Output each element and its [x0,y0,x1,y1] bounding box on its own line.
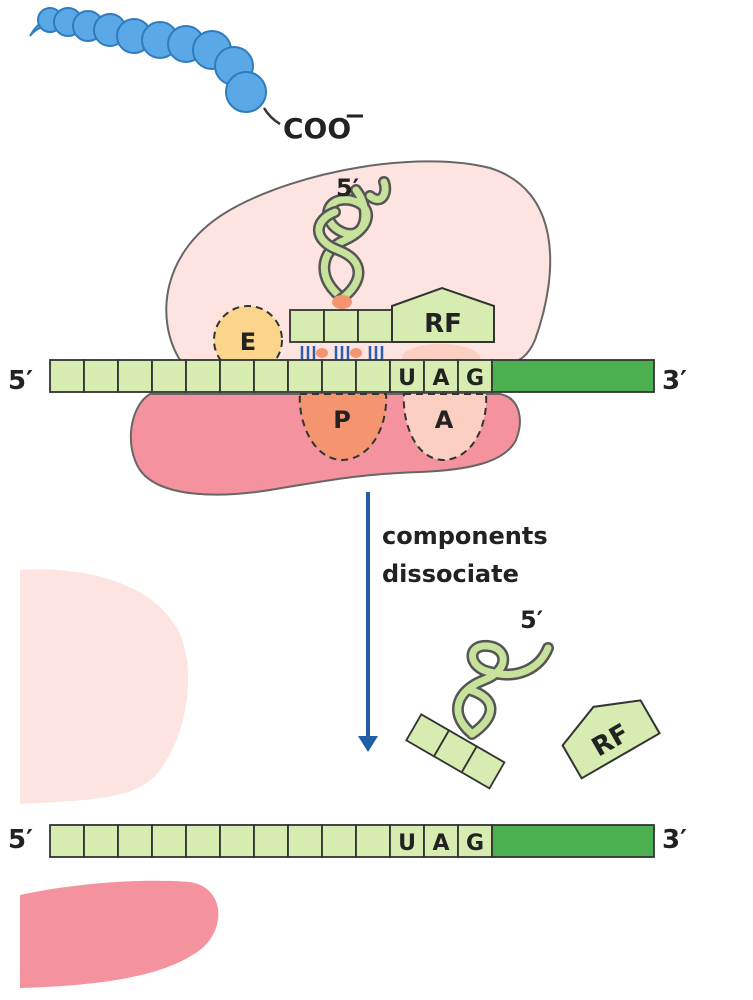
stop-codon-letter: G [466,831,484,856]
anticodon-base [323,309,359,343]
stop-codon-letter: A [432,366,449,391]
e-site-label: E [240,328,256,356]
carboxyl-charge: − [344,101,366,131]
mrna-nucleotide [321,824,357,858]
stop-codon-base [423,359,459,393]
mrna-nucleotide [151,824,187,858]
mrna-top-three-prime: 3′ [662,366,687,396]
mrna-nucleotide [83,359,119,393]
trna-helix-2-fill [315,208,362,304]
trna-p-site: 5′ [289,174,393,343]
mrna-3prime-region [491,359,655,393]
mrna-nucleotide [253,359,289,393]
a-site-upper [402,343,480,364]
stop-codon-letter: U [398,366,416,391]
free-release-factor: RF [561,699,661,780]
mrna-nucleotide [287,359,323,393]
carboxyl-label: COO [283,112,351,145]
step-label-line-2: dissociate [382,560,519,588]
dissociation-arrow [358,492,378,752]
polypeptide-chain [29,7,281,126]
mrna-nucleotide [49,359,85,393]
mrna-top-five-prime: 5′ [8,366,33,396]
stop-codon-letter: U [398,831,416,856]
stop-codon-letter: G [466,366,484,391]
mrna-nucleotide [321,359,357,393]
amino-acid [225,71,267,113]
a-site-label: A [435,406,454,434]
a-site [402,393,488,462]
peptide-link [262,107,281,126]
free-small-subunit [20,880,219,988]
mrna-nucleotide [83,824,119,858]
mrna-nucleotide [287,824,323,858]
bond-marker [316,348,328,358]
anticodon [289,309,393,343]
mrna-3prime-region [491,824,655,858]
mrna-nucleotide [117,359,153,393]
mrna-nucleotide [253,824,289,858]
anticodon-base [460,745,506,790]
mrna-nucleotide [219,824,255,858]
stop-codon-base [389,359,425,393]
p-site [298,393,388,462]
mrna-nucleotide [117,824,153,858]
release-factor-label: RF [424,309,462,339]
mrna-bottom-five-prime: 5′ [8,825,33,855]
stop-codon-base [457,824,493,858]
mrna-nucleotide [355,359,391,393]
trna-acceptor-end [332,295,352,309]
trna-five-prime-label: 5′ [336,174,359,202]
base-pair-bonds [300,346,384,360]
bond-marker [350,348,362,358]
mrna-nucleotide [151,359,187,393]
anticodon-base [289,309,325,343]
trna-stem-loop-fill [320,178,389,304]
p-site-label: P [333,406,351,434]
free-trna-loop-fill [454,642,552,738]
step-label-line-1: components [382,522,548,550]
free-trna-five-prime-label: 5′ [520,606,543,634]
mrna-nucleotide [219,359,255,393]
stop-codon-base [423,824,459,858]
release-factor [391,286,495,343]
free-trna: 5′ [405,606,554,790]
stop-codon-letter: A [432,831,449,856]
mrna-nucleotide [185,824,221,858]
stop-codon-base [389,824,425,858]
free-large-subunit [20,569,189,804]
mrna-nucleotide [185,359,221,393]
mrna-bottom-three-prime: 3′ [662,825,687,855]
anticodon-base [357,309,393,343]
mrna-nucleotide [355,824,391,858]
mrna-nucleotide [49,824,85,858]
